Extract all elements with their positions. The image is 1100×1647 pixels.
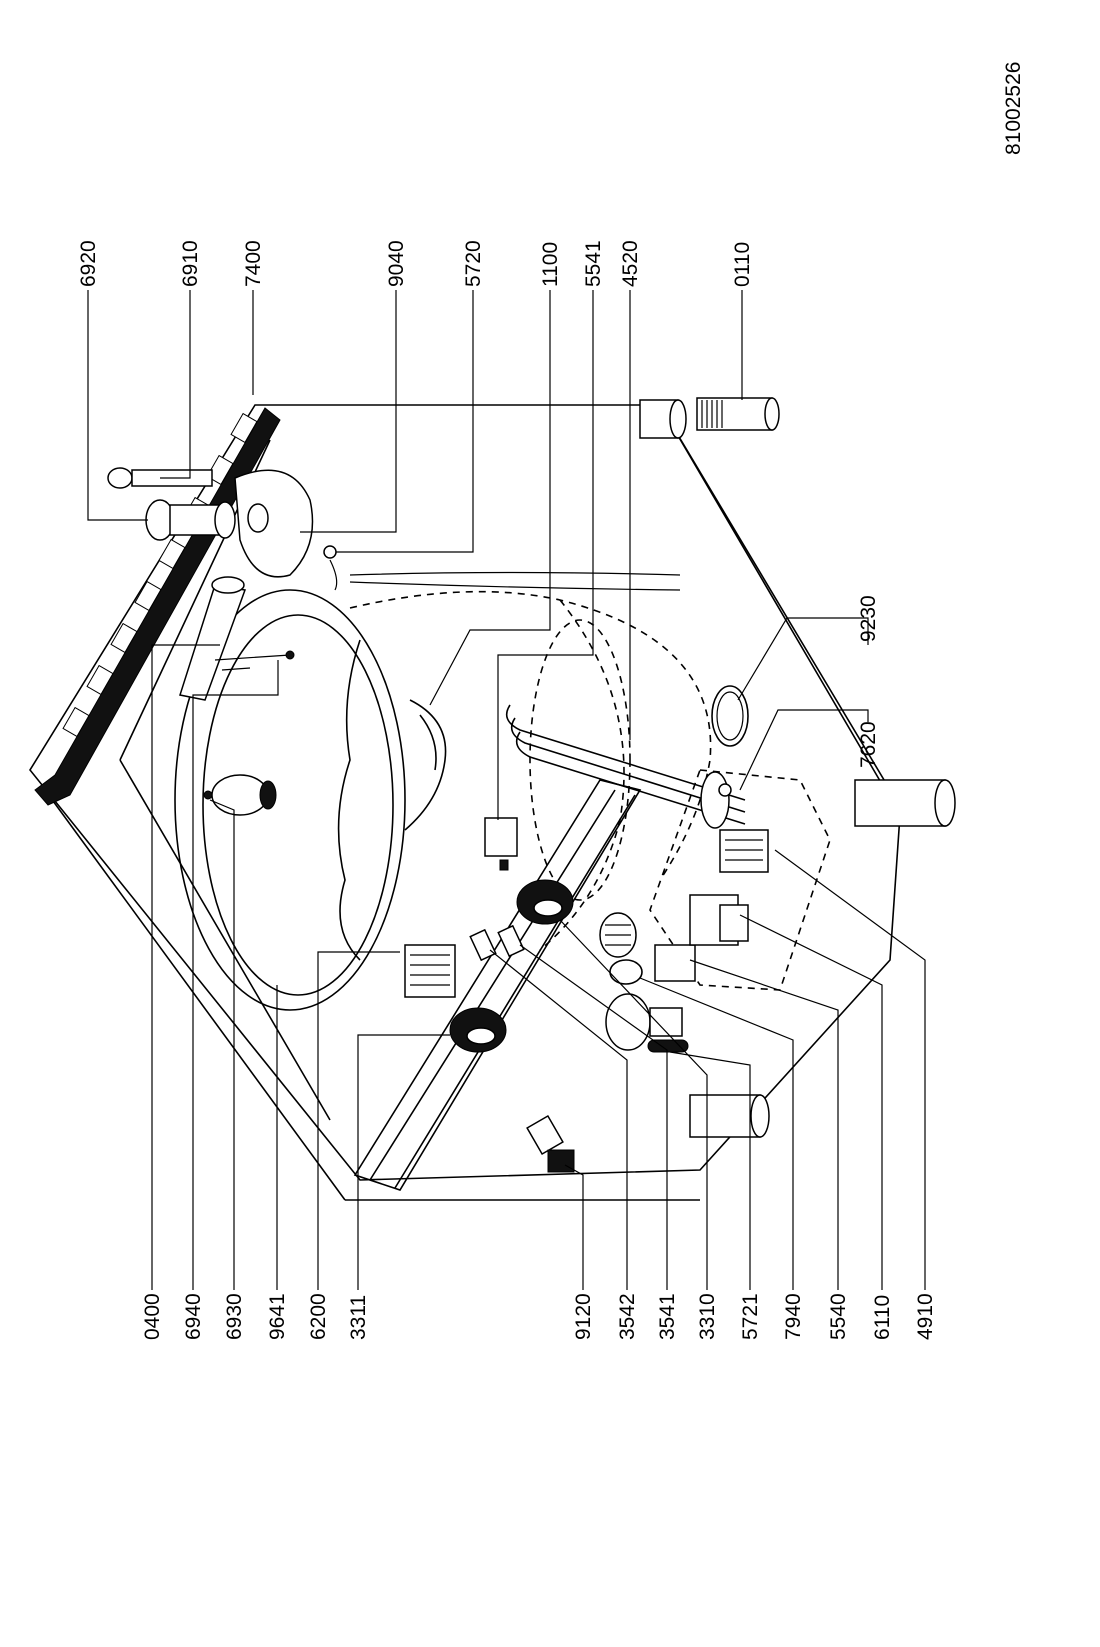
callout-4910: 4910 <box>914 1293 937 1340</box>
component-knob-5541 <box>516 879 574 925</box>
drawing-number: 81002526 <box>1002 62 1025 155</box>
callout-3541: 3541 <box>656 1293 679 1340</box>
callout-9641: 9641 <box>266 1293 289 1340</box>
component-0110-pipe <box>696 397 780 431</box>
callout-5540: 5540 <box>827 1293 850 1340</box>
component-3310-filter <box>599 912 637 958</box>
callout-0400: 0400 <box>141 1293 164 1340</box>
callout-6920: 6920 <box>77 240 100 287</box>
callout-3310: 3310 <box>696 1293 719 1340</box>
component-6200-terminal-block <box>404 944 456 998</box>
component-7620-nut <box>718 783 732 797</box>
callout-4520: 4520 <box>619 240 642 287</box>
callout-6930: 6930 <box>223 1293 246 1340</box>
component-9230-gasket <box>711 685 749 747</box>
component-9040-flange <box>234 469 314 578</box>
component-5721-tap <box>605 993 689 1053</box>
callout-7620: 7620 <box>857 721 880 768</box>
component-7940-oring <box>609 959 643 985</box>
component-knob-3311 <box>449 1007 507 1053</box>
vent-slots <box>62 412 258 738</box>
component-9120-cable-gland <box>526 1114 575 1173</box>
leader-lines <box>87 290 926 1290</box>
callout-9120: 9120 <box>572 1293 595 1340</box>
callout-5541: 5541 <box>582 240 605 287</box>
component-1100-thermostat <box>484 817 518 871</box>
component-5720-probe <box>323 545 681 591</box>
foot-rear <box>639 399 687 439</box>
component-0400-tube <box>179 576 247 701</box>
callout-5721: 5721 <box>739 1293 762 1340</box>
component-6110-contactor <box>689 894 749 946</box>
callout-6200: 6200 <box>307 1293 330 1340</box>
callout-7940: 7940 <box>782 1293 805 1340</box>
callout-6940: 6940 <box>182 1293 205 1340</box>
foot-right <box>854 779 956 827</box>
callout-3311: 3311 <box>347 1295 370 1340</box>
callout-9230: 9230 <box>857 595 880 642</box>
component-5540-relay <box>654 944 696 982</box>
callout-6110: 6110 <box>871 1295 894 1340</box>
component-6940-sensor <box>214 650 295 671</box>
component-6930-drain <box>203 774 277 816</box>
component-6920-valve <box>145 499 236 541</box>
callout-9040: 9040 <box>385 240 408 287</box>
foot-front <box>689 1094 770 1138</box>
callout-5720: 5720 <box>462 240 485 287</box>
callout-1100: 1100 <box>539 242 562 287</box>
callout-0110: 0110 <box>731 242 754 287</box>
callout-6910: 6910 <box>179 240 202 287</box>
component-4910-switch <box>719 829 769 873</box>
basin-rim <box>174 589 406 1011</box>
callout-3542: 3542 <box>616 1293 639 1340</box>
component-3541-3542-lamps <box>469 924 525 962</box>
callout-labels: 6920 6910 7400 9040 5720 1100 5541 4520 … <box>77 240 937 1340</box>
callout-7400: 7400 <box>242 240 265 287</box>
